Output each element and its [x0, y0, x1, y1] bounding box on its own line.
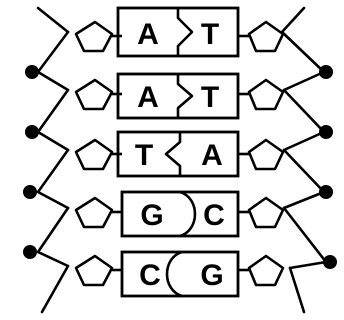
right-backbone-segment: [280, 30, 326, 92]
phosphate-dot: [25, 65, 39, 79]
right-sugar-pentagon: [247, 20, 285, 53]
phosphate-dot: [323, 255, 337, 269]
base-letter-right: A: [201, 139, 223, 172]
base-letter-right: T: [201, 81, 219, 114]
phosphate-dot: [23, 245, 37, 259]
right-backbone-segment: [282, 88, 326, 152]
base-letter-left: G: [140, 199, 163, 232]
phosphate-dot: [25, 125, 39, 139]
base-letter-left: T: [135, 139, 153, 172]
phosphate-dot: [23, 185, 37, 199]
left-backbone-segment: [40, 264, 70, 314]
left-backbone-segment: [36, 30, 70, 92]
base-letter-right: C: [203, 199, 225, 232]
left-backbone-segment: [36, 6, 70, 34]
right-backbone-segment: [280, 6, 306, 34]
phosphate-dots: [23, 65, 337, 269]
left-sugar-pentagon: [74, 254, 114, 287]
ta-interface: [164, 132, 182, 176]
at-interface: [176, 74, 194, 118]
phosphate-dot: [319, 125, 333, 139]
right-sugar-pentagon: [247, 78, 285, 111]
left-sugar-pentagon: [74, 20, 114, 53]
base-letters: A T A T T A G C C G: [135, 18, 225, 292]
sugar-pentagons: [74, 20, 285, 287]
right-backbone-segment: [282, 148, 326, 210]
base-letter-left: C: [139, 259, 161, 292]
phosphate-dot: [319, 185, 333, 199]
cg-interface: [165, 250, 183, 298]
base-pair-box: [116, 130, 240, 178]
sugar-base-connectors: [112, 34, 249, 272]
at-interface: [176, 8, 194, 56]
base-letter-left: A: [137, 81, 159, 114]
phosphate-dot: [319, 65, 333, 79]
base-letter-right: G: [200, 259, 223, 292]
right-sugar-pentagon: [247, 196, 285, 229]
left-sugar-pentagon: [74, 138, 114, 171]
left-backbone-segment: [36, 206, 70, 268]
right-backbone-segment: [282, 206, 328, 270]
left-backbone-segment: [36, 148, 70, 210]
left-sugar-pentagon: [74, 78, 114, 111]
left-sugar-pentagon: [74, 196, 114, 229]
right-backbone-segment: [288, 266, 306, 314]
gc-interface: [179, 190, 197, 238]
base-letter-right: T: [201, 18, 219, 51]
right-sugar-pentagon: [247, 138, 285, 171]
left-backbone-segment: [36, 88, 70, 152]
base-letter-left: A: [137, 18, 159, 51]
right-sugar-pentagon: [247, 254, 285, 287]
base-interfaces: [164, 8, 197, 298]
